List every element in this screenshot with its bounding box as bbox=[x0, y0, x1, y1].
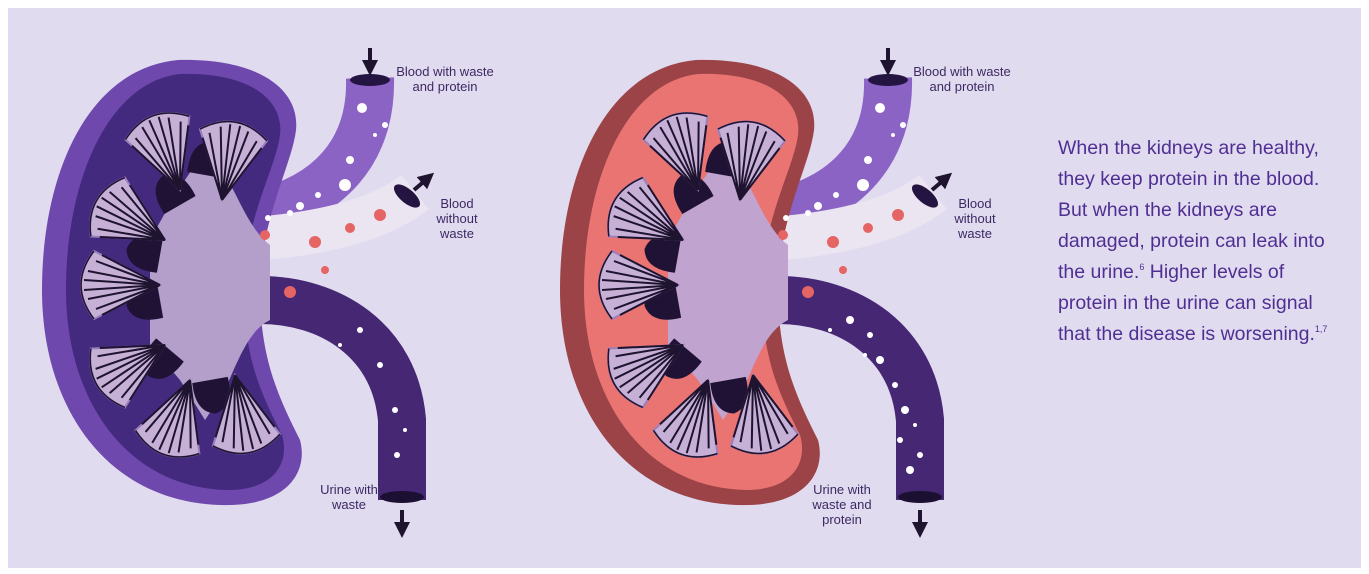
label-blood-with-waste-and-protein: Blood with waste and protein bbox=[912, 64, 1012, 94]
label-blood-with-waste-and-protein: Blood with waste and protein bbox=[395, 64, 495, 94]
label-urine-with-waste: Urine with waste bbox=[320, 482, 378, 512]
label-urine-with-waste-and-protein: Urine with waste and protein bbox=[802, 482, 882, 527]
description-paragraph: When the kidneys are healthy, they keep … bbox=[1058, 133, 1343, 350]
footnote-ref[interactable]: 1,7 bbox=[1315, 324, 1328, 334]
label-blood-without-waste: Blood without waste bbox=[940, 196, 1010, 241]
damaged-kidney-diagram bbox=[560, 48, 946, 530]
label-blood-without-waste: Blood without waste bbox=[422, 196, 492, 241]
healthy-kidney-diagram bbox=[42, 48, 428, 530]
